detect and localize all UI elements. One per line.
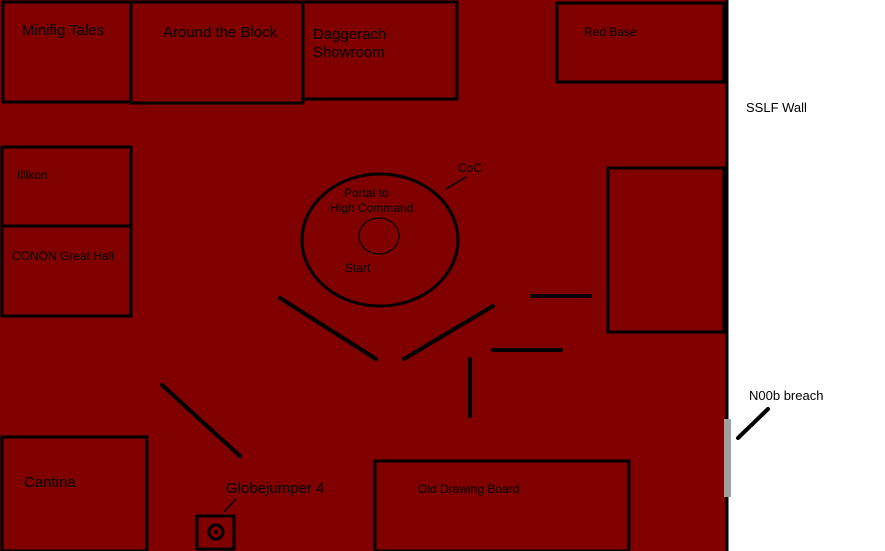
wall-segment <box>160 383 242 458</box>
room-east-unlabeled[interactable] <box>606 166 726 334</box>
room-minifig-tales-label: Minifig Tales <box>22 22 104 39</box>
room-cantina-label: Cantina <box>24 474 76 491</box>
coc-pointer <box>445 176 467 190</box>
room-daggerach-showroom[interactable]: Daggerach Showroom <box>301 0 459 101</box>
room-daggerach-label-line2: Showroom <box>313 44 385 61</box>
room-illikon-label: Illikon <box>17 168 48 182</box>
room-red-base-label: Red Base <box>584 25 637 39</box>
coc-label: CoC <box>458 161 482 175</box>
wall-segment <box>402 304 495 361</box>
room-red-base[interactable]: Red Base <box>555 1 726 84</box>
portal-to-high-command[interactable]: Portal to High Command <box>330 186 413 255</box>
globejumper-pointer <box>223 498 237 513</box>
center-ring[interactable] <box>300 172 460 308</box>
room-daggerach-label-line1: Daggerach <box>313 26 386 43</box>
portal-label-line1: Portal to <box>344 186 389 200</box>
wall-segment <box>278 296 378 361</box>
noob-breach-pointer <box>736 407 770 440</box>
globejumper-label: Globejumper 4 <box>226 480 324 497</box>
room-cantina[interactable]: Cantina <box>0 435 149 551</box>
globejumper-marker[interactable] <box>195 514 236 551</box>
room-old-drawing-board[interactable]: Old Drawing Board <box>373 459 631 551</box>
noob-breach-gap <box>724 419 731 497</box>
sslf-wall-label: SSLF Wall <box>746 100 807 115</box>
start-label: Start <box>345 261 371 275</box>
noob-breach-label: N00b breach <box>749 388 823 403</box>
portal-label-line2: High Command <box>330 201 413 215</box>
room-around-the-block-label: Around the Block <box>163 24 278 41</box>
base-floor <box>0 0 727 551</box>
room-old-drawing-board-label: Old Drawing Board <box>418 482 519 496</box>
room-conon-great-hall[interactable]: CONON Great Hall <box>0 224 133 318</box>
room-conon-great-hall-label: CONON Great Hall <box>12 249 114 263</box>
